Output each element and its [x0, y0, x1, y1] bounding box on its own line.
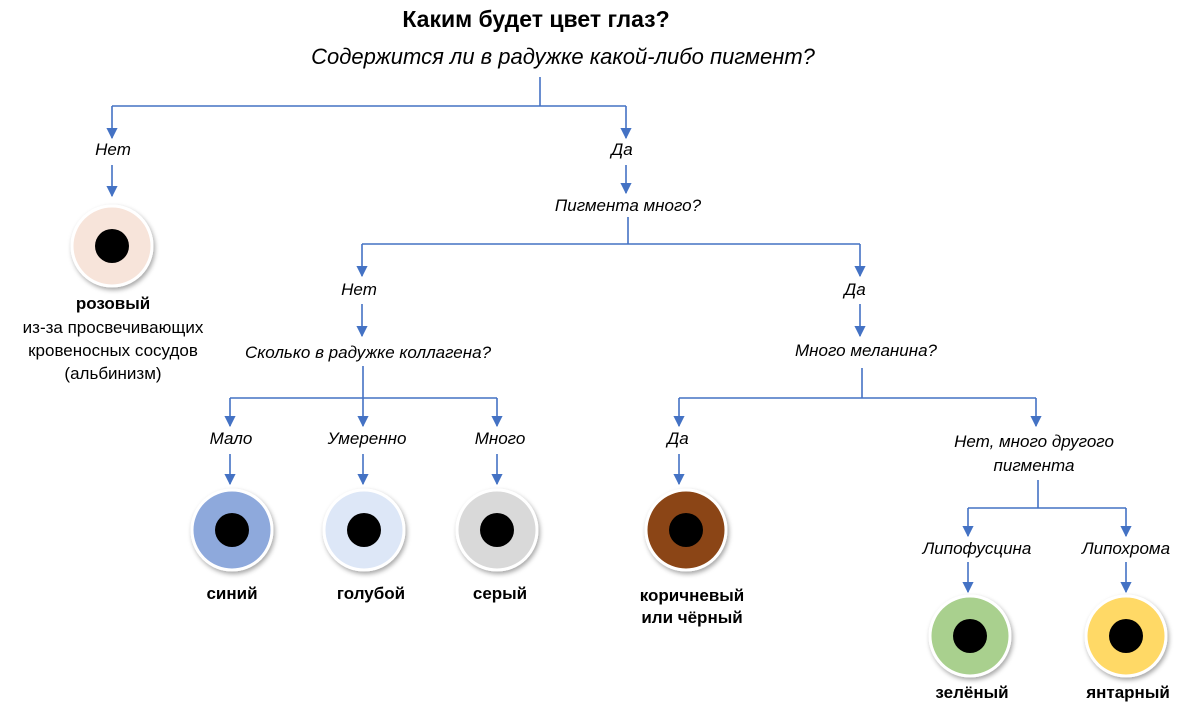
result-pink-note-1: из-за просвечивающих	[22, 318, 204, 337]
answer-much-no: Нет	[341, 280, 377, 299]
connector-lines	[106, 77, 1132, 594]
result-pink-note-3: (альбинизм)	[64, 364, 162, 383]
eye-grey-icon	[455, 488, 539, 572]
eye-icons	[70, 204, 1168, 678]
eye-green-icon	[928, 594, 1012, 678]
eye-amber-icon	[1084, 594, 1168, 678]
question-collagen: Сколько в радужке коллагена?	[244, 343, 492, 362]
result-amber: янтарный	[1086, 683, 1170, 702]
question-much-pigment: Пигмента много?	[554, 196, 702, 215]
eye-pink-icon	[70, 204, 154, 288]
melanin-no-label-line1: Нет, много другого	[954, 432, 1114, 451]
melanin-no-label-line2: пигмента	[993, 456, 1075, 475]
question-melanin: Много меланина?	[794, 341, 938, 360]
result-grey: серый	[472, 584, 528, 603]
collagen-high-label: Много	[474, 429, 526, 448]
eye-blue-icon	[190, 488, 274, 572]
question-pigment-present: Содержится ли в радужке какой-либо пигме…	[311, 44, 815, 69]
melanin-yes-label: Да	[667, 429, 689, 448]
diagram-title: Каким будет цвет глаз?	[402, 6, 670, 32]
result-blue: синий	[206, 584, 258, 603]
eye-lightblue-icon	[322, 488, 406, 572]
lipofuscin-label: Липофусцина	[922, 539, 1032, 558]
result-brown-line1: коричневый	[639, 586, 745, 605]
eye-brown-icon	[644, 488, 728, 572]
result-pink: розовый	[75, 294, 151, 313]
answer-no-pigment: Нет	[95, 140, 131, 159]
result-green: зелёный	[935, 683, 1009, 702]
result-brown-line2: или чёрный	[641, 608, 743, 627]
answer-much-yes: Да	[844, 280, 866, 299]
collagen-mid-label: Умеренно	[327, 429, 407, 448]
result-pink-note-2: кровеносных сосудов	[28, 341, 198, 360]
answer-yes-pigment: Да	[611, 140, 633, 159]
collagen-low-label: Мало	[209, 429, 253, 448]
lipochrome-label: Липохрома	[1081, 539, 1171, 558]
result-lightblue: голубой	[336, 584, 406, 603]
